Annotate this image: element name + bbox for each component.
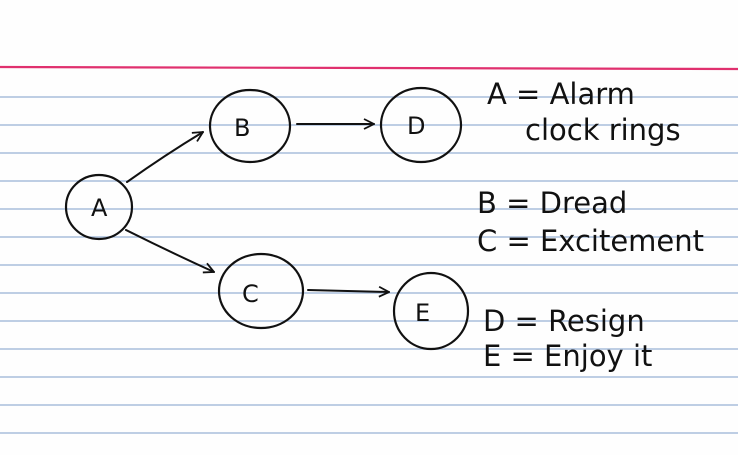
edge-a-to-b [126, 131, 204, 183]
node-e-circle [392, 271, 470, 351]
edge-a-to-c [125, 229, 215, 274]
edge-c-to-e [307, 285, 390, 298]
node-c-circle [217, 252, 305, 330]
header-margin-line [0, 65, 738, 71]
legend-b: B = Dread [477, 186, 627, 220]
node-a: A [64, 173, 134, 241]
legend-d: D = Resign [483, 304, 645, 338]
legend-e: E = Enjoy it [483, 339, 652, 373]
node-b-circle [208, 88, 292, 164]
node-b: B [208, 88, 292, 164]
legend-c: C = Excitement [477, 224, 704, 258]
node-e: E [392, 271, 470, 351]
node-c: C [217, 252, 305, 330]
node-a-label: A [91, 194, 108, 222]
legend-a-line1: A = Alarm [487, 77, 635, 111]
node-b-label: B [234, 114, 250, 142]
node-a-circle [64, 173, 134, 241]
node-d: D [379, 86, 463, 164]
node-e-label: E [415, 299, 430, 327]
node-d-circle [379, 86, 463, 164]
node-d-label: D [407, 112, 425, 140]
legend-a-line2: clock rings [525, 113, 681, 147]
ruled-lines [0, 96, 738, 434]
node-c-label: C [242, 280, 259, 308]
legend: A = Alarm clock rings B = Dread C = Exci… [477, 77, 704, 373]
edges [125, 118, 390, 298]
